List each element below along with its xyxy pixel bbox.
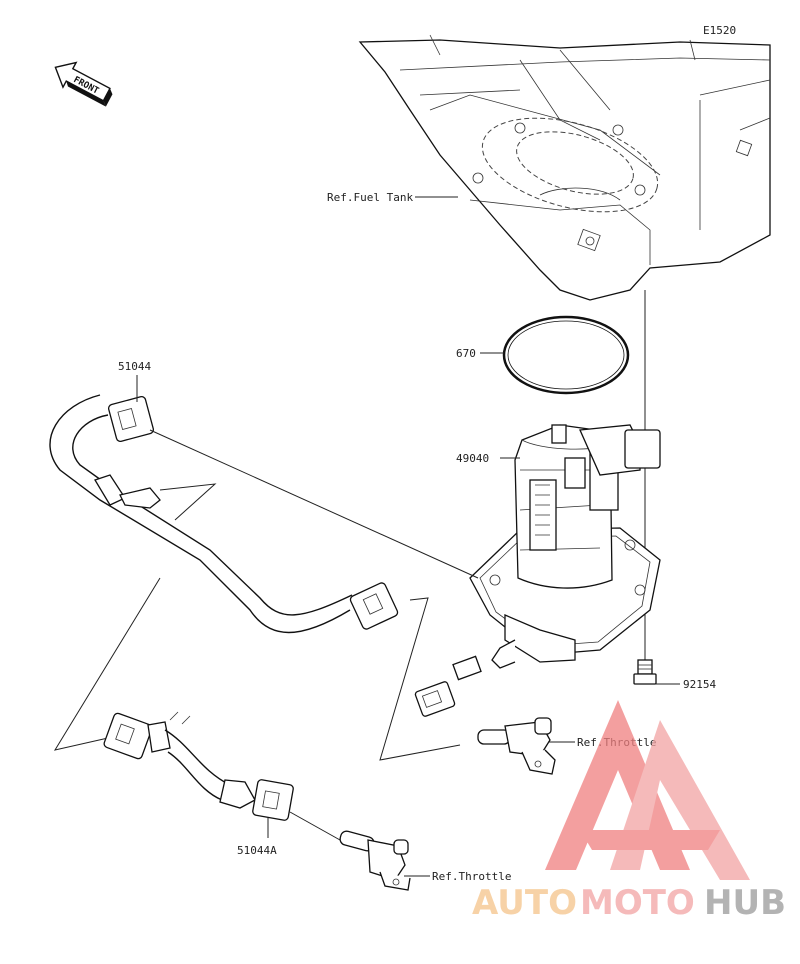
watermark-text-auto: AUTO <box>472 883 577 923</box>
fuel-tank <box>358 34 771 301</box>
bolt <box>633 659 657 685</box>
throttle-fitting-lower <box>339 830 411 891</box>
label-fuel-tank: Ref.Fuel Tank <box>327 191 413 204</box>
label-pump: 49040 <box>456 452 489 465</box>
diagram-code: E1520 <box>703 24 736 37</box>
watermark-text-hub: HUB <box>704 883 786 923</box>
fuel-pump <box>414 424 661 717</box>
label-hose-clamp-bottom: 51044A <box>237 844 277 857</box>
label-bolt: 92154 <box>683 678 716 691</box>
o-ring <box>502 315 630 395</box>
front-arrow-icon: FRONT <box>54 61 113 107</box>
label-throttle-lower: Ref.Throttle <box>432 870 511 883</box>
throttle-fitting-upper <box>477 717 556 775</box>
watermark-text-moto: MOTO <box>580 883 695 923</box>
watermark-logo: AUTO MOTO HUB <box>472 700 786 923</box>
label-o-ring: 670 <box>456 347 476 360</box>
fuel-hose-upper <box>49 394 399 634</box>
fuel-hose-lower <box>103 711 294 821</box>
label-hose-clamp-top: 51044 <box>118 360 151 373</box>
